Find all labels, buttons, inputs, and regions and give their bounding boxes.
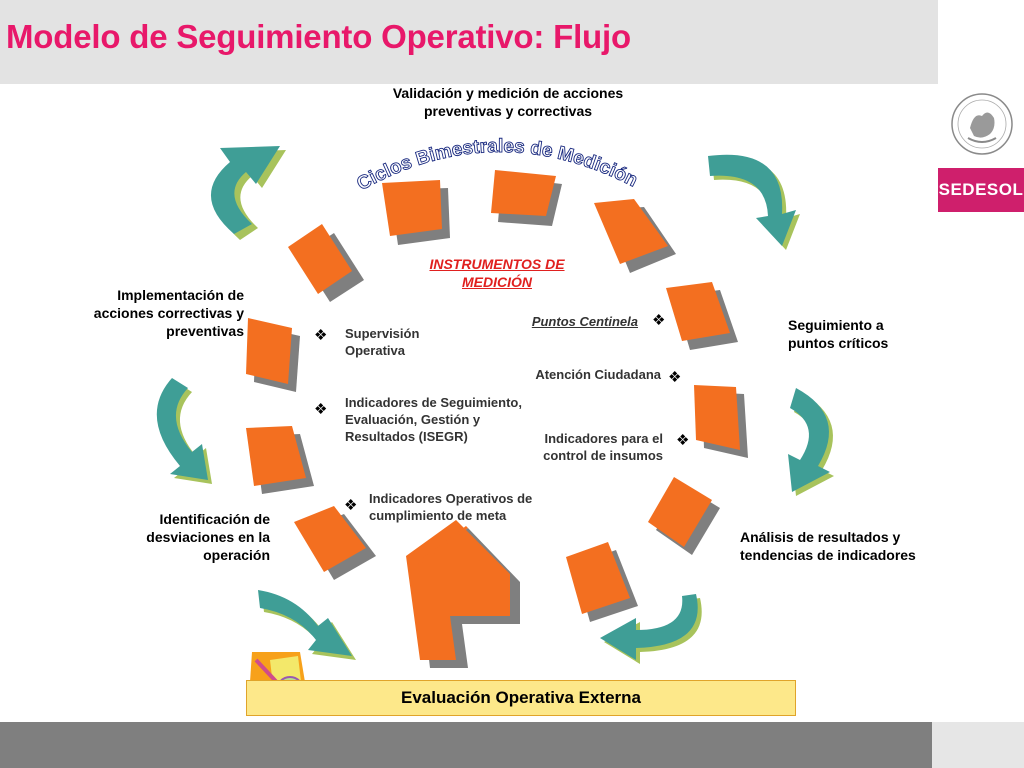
stage-label-implementation: Implementación de acciones correctivas y… [93, 287, 244, 339]
card-right-3 [648, 477, 720, 555]
instruments-heading: INSTRUMENTOS DE MEDICIÓN [429, 256, 565, 290]
card-right-1 [666, 282, 738, 350]
diamond-bullet-icon: ❖ [314, 327, 328, 344]
circular-arrow-icon [788, 388, 834, 496]
card-top-left [288, 224, 364, 302]
header-bar [0, 0, 938, 84]
seal-icon [951, 93, 1013, 155]
card-top-2 [491, 170, 562, 226]
circular-arrow-icon [210, 146, 286, 240]
stage-label-validation: Validación y medición de acciones preven… [392, 85, 624, 119]
circular-arrow-icon [156, 378, 212, 484]
diamond-bullet-icon: ❖ [652, 312, 666, 329]
card-top-1 [382, 180, 450, 245]
footer-corner [932, 722, 1024, 768]
diamond-bullet-icon: ❖ [676, 432, 690, 449]
footer-bar [0, 722, 932, 768]
external-evaluation-banner: Evaluación Operativa Externa [246, 680, 796, 716]
instrument-atencion: Atención Ciudadana [535, 367, 661, 382]
instrument-isegr: Indicadores de Seguimiento, Evaluación, … [345, 395, 522, 444]
instrument-supervision: Supervisión Operativa [345, 326, 420, 358]
circular-arrow-icon [600, 594, 702, 664]
card-left-2 [246, 426, 314, 494]
circular-arrow-icon [258, 590, 356, 660]
stage-label-analysis: Análisis de resultados y tendencias de i… [740, 529, 916, 563]
card-left-3 [294, 506, 376, 580]
instrument-insumos: Indicadores para el control de insumos [543, 431, 663, 463]
card-top-3 [594, 199, 676, 273]
stage-label-critical-points: Seguimiento a puntos críticos [788, 317, 889, 351]
diamond-bullet-icon: ❖ [314, 401, 328, 418]
card-bottom-right [566, 542, 638, 622]
diamond-bullet-icon: ❖ [344, 497, 358, 514]
stage-label-identification: Identificación de desviaciones en la ope… [146, 511, 270, 563]
brand-logo: SEDESOL [938, 168, 1024, 212]
instrument-operativos: Indicadores Operativos de cumplimiento d… [369, 491, 533, 523]
circular-arrow-icon [708, 154, 800, 250]
large-arrow-icon [406, 520, 520, 668]
instrument-centinela: Puntos Centinela [531, 314, 638, 329]
card-right-2 [694, 385, 748, 458]
page-title: Modelo de Seguimiento Operativo: Flujo [6, 18, 631, 55]
diamond-bullet-icon: ❖ [668, 369, 682, 386]
card-left-1 [246, 318, 300, 392]
